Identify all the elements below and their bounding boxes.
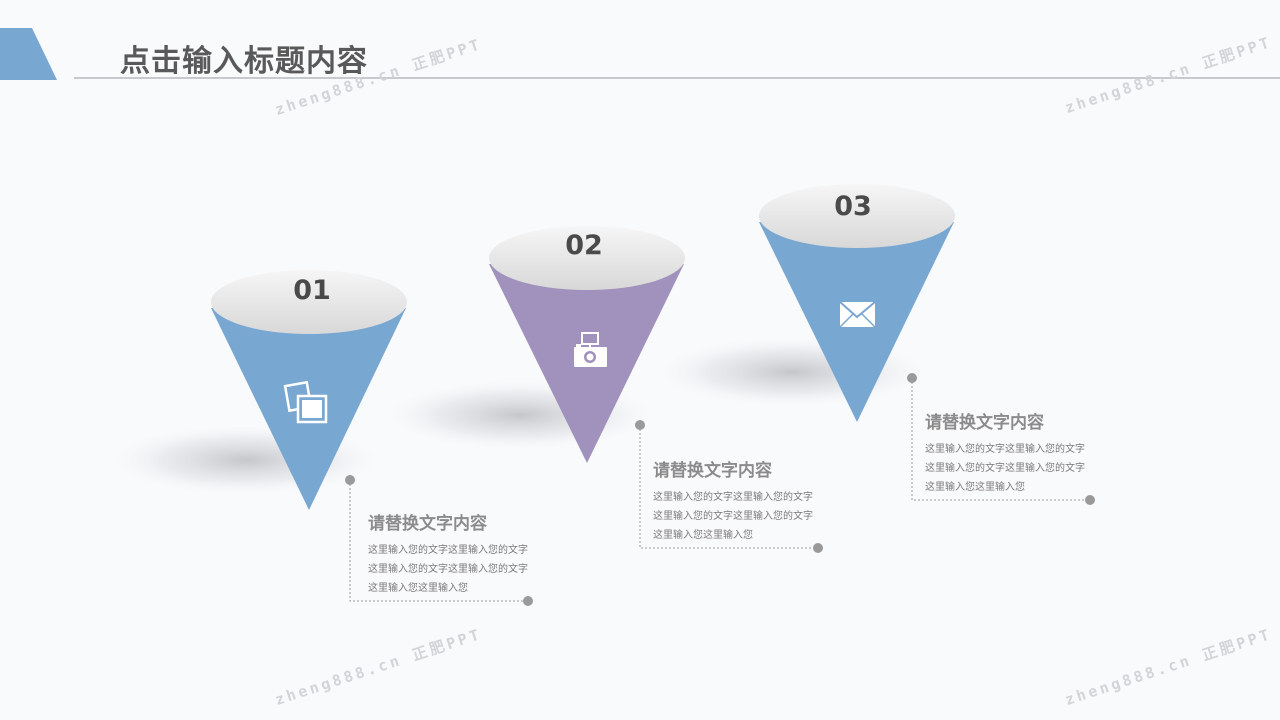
step-number: 02 <box>565 230 603 261</box>
corner-accent <box>0 28 57 80</box>
connector-dot <box>345 475 355 485</box>
item-title: 请替换文字内容 <box>653 461 772 481</box>
item-body: 这里输入您的文字这里输入您的文字这里输入您的文字这里输入您的文字这里输入您这里输… <box>925 444 1085 493</box>
title-divider <box>74 77 1280 79</box>
step-number: 01 <box>293 275 331 306</box>
connector-line-02 <box>639 425 818 549</box>
item-body: 这里输入您的文字这里输入您的文字这里输入您的文字这里输入您的文字这里输入您这里输… <box>368 545 528 594</box>
pictures-icon <box>283 380 328 424</box>
connector-dot <box>1085 495 1095 505</box>
item-title: 请替换文字内容 <box>925 413 1044 433</box>
cone-top-02 <box>489 226 685 290</box>
cone-top-01 <box>211 270 407 334</box>
envelope-icon <box>839 301 876 328</box>
connector-dot <box>907 373 917 383</box>
camera-icon <box>574 332 607 367</box>
cone-top-03 <box>759 184 955 248</box>
connector-line-03 <box>911 378 1090 501</box>
connector-dot <box>813 543 823 553</box>
connector-dot <box>635 420 645 430</box>
item-title: 请替换文字内容 <box>368 514 487 534</box>
page-title: 点击输入标题内容 <box>120 44 368 79</box>
connector-dot <box>523 596 533 606</box>
connector-line-01 <box>349 480 528 602</box>
item-body: 这里输入您的文字这里输入您的文字这里输入您的文字这里输入您的文字这里输入您这里输… <box>653 492 813 541</box>
step-number: 03 <box>834 191 872 222</box>
